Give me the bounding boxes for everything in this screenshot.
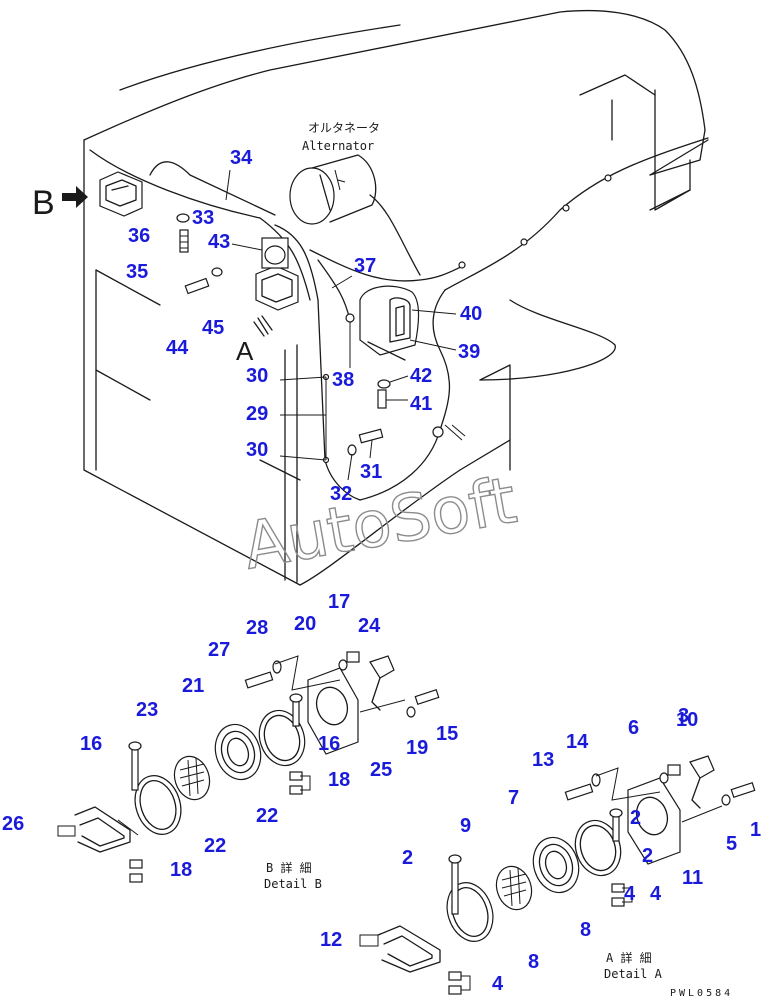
callout: 44 <box>166 337 189 359</box>
view-arrows <box>62 186 273 337</box>
callout: 28 <box>246 617 268 639</box>
callout: 29 <box>246 403 268 425</box>
machine-body <box>83 9 709 586</box>
alternator-label-jp: オルタネータ <box>308 121 380 135</box>
callout: 7 <box>508 787 519 809</box>
callout: 38 <box>332 369 354 391</box>
callout: 33 <box>192 207 214 229</box>
callout: 19 <box>406 737 428 759</box>
alternator-label-en: Alternator <box>302 139 374 153</box>
rear-lamp-a <box>255 237 299 311</box>
callout: 30 <box>246 365 268 387</box>
callout: 8 <box>580 919 591 941</box>
callout: 21 <box>182 675 204 697</box>
hardware-upper <box>176 213 391 464</box>
view-b-arrow-icon <box>62 186 88 208</box>
callout: 4 <box>650 883 662 905</box>
callout: 5 <box>726 833 737 855</box>
callout: 45 <box>202 317 224 339</box>
alternator <box>289 154 377 225</box>
detail-a-label-jp: A 詳 細 <box>606 950 652 965</box>
work-lamp-right <box>359 285 419 361</box>
drawing-code: PWL0584 <box>670 988 733 999</box>
callout: 11 <box>682 867 703 889</box>
callouts: 1 2 2 2 3 4 4 4 5 6 7 8 8 9 10 11 12 13 … <box>2 147 761 995</box>
detail-b-label-en: Detail B <box>264 877 322 891</box>
callout: 12 <box>320 929 342 951</box>
callout: 42 <box>410 365 432 387</box>
view-label-b: B <box>32 184 55 222</box>
detail-a-label-en: Detail A <box>604 967 663 981</box>
detail-a-drawing <box>359 755 756 995</box>
callout: 23 <box>136 699 158 721</box>
detail-b-label-jp: B 詳 細 <box>266 860 312 875</box>
callout: 2 <box>630 807 641 829</box>
callout: 34 <box>230 147 253 169</box>
callout: 9 <box>460 815 471 837</box>
wiring-harness <box>149 137 709 501</box>
callout: 8 <box>528 951 539 973</box>
callout: 10 <box>676 709 698 731</box>
callout: 24 <box>358 615 381 637</box>
callout: 16 <box>318 733 340 755</box>
callout: 27 <box>208 639 230 661</box>
callout: 31 <box>360 461 382 483</box>
callout: 2 <box>642 845 653 867</box>
callout: 1 <box>750 819 761 841</box>
callout: 20 <box>294 613 316 635</box>
callout: 32 <box>330 483 352 505</box>
detail-b-drawing <box>57 651 440 883</box>
callout: 22 <box>204 835 226 857</box>
callout: 37 <box>354 255 376 277</box>
callout: 15 <box>436 723 458 745</box>
callout: 18 <box>328 769 350 791</box>
callout: 30 <box>246 439 268 461</box>
callout: 4 <box>492 973 504 995</box>
view-a-arrow-icon <box>253 315 273 337</box>
callout: 35 <box>126 261 148 283</box>
callout: 17 <box>328 591 350 613</box>
rear-lamp-b <box>99 171 143 217</box>
view-label-a: A <box>236 336 254 366</box>
callout: 25 <box>370 759 392 781</box>
callout: 16 <box>80 733 102 755</box>
callout: 26 <box>2 813 24 835</box>
callout: 36 <box>128 225 150 247</box>
callout: 39 <box>458 341 480 363</box>
callout: 13 <box>532 749 554 771</box>
callout: 14 <box>566 731 589 753</box>
callout: 4 <box>624 883 636 905</box>
callout: 43 <box>208 231 230 253</box>
callout: 22 <box>256 805 278 827</box>
callout: 2 <box>402 847 413 869</box>
callout: 3 <box>678 705 689 727</box>
callout: 6 <box>628 717 639 739</box>
callout: 41 <box>410 393 432 415</box>
callout: 40 <box>460 303 482 325</box>
callout: 18 <box>170 859 192 881</box>
callout-leaders <box>225 169 457 481</box>
